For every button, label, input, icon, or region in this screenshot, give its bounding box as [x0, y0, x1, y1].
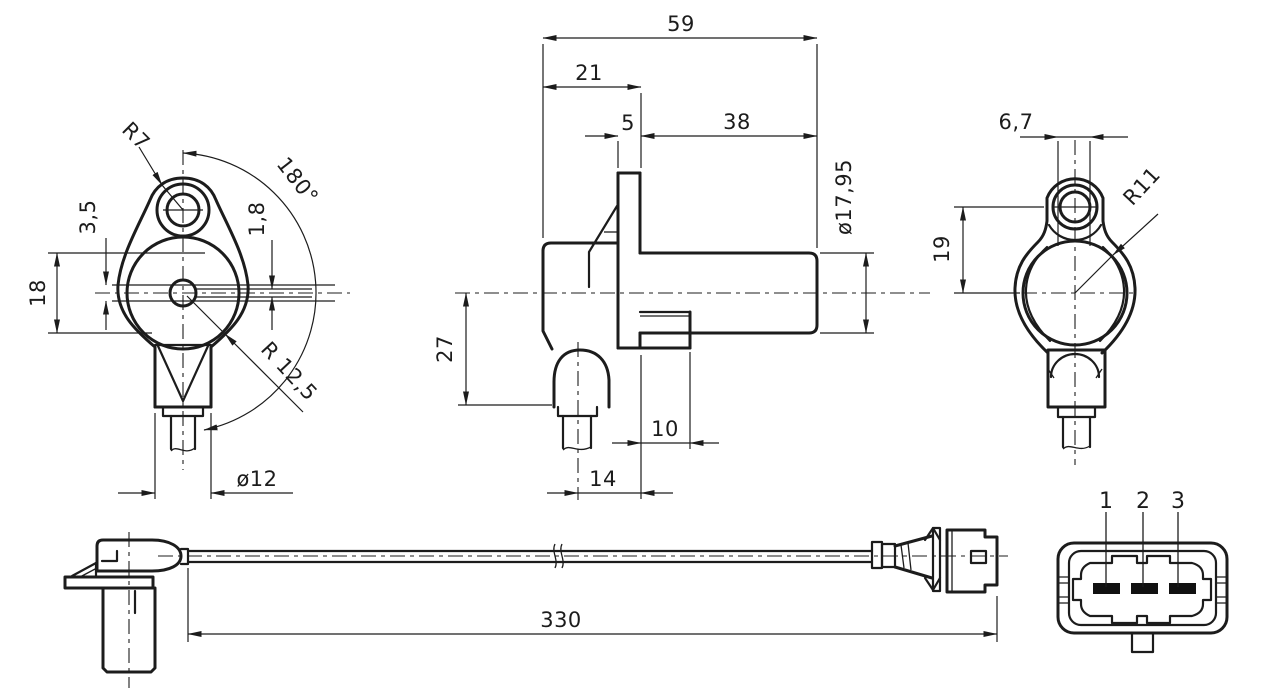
cable-connector-housing — [945, 528, 999, 594]
arc-180-deg — [182, 150, 317, 431]
rear-neck-dome-hooks — [1047, 368, 1103, 379]
side-body-left — [541, 249, 554, 351]
dim-10: 10 — [651, 417, 679, 441]
side-body-top — [541, 241, 620, 253]
connector-pin-2 — [1131, 583, 1158, 594]
dim-330: 330 — [540, 608, 582, 632]
leader-r7-tail — [161, 184, 184, 211]
rear-cable-stub — [1061, 415, 1092, 449]
rear-stub-tier — [1056, 405, 1097, 419]
side-cable-dome — [552, 348, 611, 409]
connector-left-notches — [1058, 576, 1069, 604]
boot-ferrule-a — [870, 540, 884, 570]
side-cable-break-line — [562, 446, 592, 451]
dim-6-7: 6,7 — [999, 110, 1034, 134]
cable-sensor-body-detail — [100, 549, 119, 563]
dim-14: 14 — [589, 467, 617, 491]
dim-3-5: 3,5 — [76, 200, 100, 235]
dim-18: 18 — [26, 279, 50, 307]
label-r7: R7 — [117, 117, 154, 154]
connector-pin-3 — [1169, 583, 1196, 594]
leader-r12-5 — [224, 333, 304, 413]
rear-view: 6,7 19 R11 — [930, 110, 1165, 465]
dim-19: 19 — [930, 235, 954, 263]
rear-neck — [1046, 348, 1107, 409]
dim-1-8: 1,8 — [245, 202, 269, 237]
dim-21: 21 — [575, 61, 603, 85]
cable-sensor-body — [95, 538, 183, 573]
front-outline-left — [116, 176, 185, 409]
side-rib — [587, 204, 619, 289]
leader-r12-5-tail — [186, 295, 226, 335]
connector-pin-1 — [1093, 583, 1120, 594]
front-view: 18 3,5 1,8 R7 180° R 12,5 ø12 — [26, 117, 350, 499]
cable-assembly-view: 330 — [63, 526, 1008, 688]
rear-shell-inner-right — [1098, 245, 1126, 343]
boot-fin — [931, 526, 942, 593]
connector-face-view: 1 2 3 — [1056, 489, 1229, 654]
cable-sensor-flange — [63, 575, 155, 590]
label-r12-5: R 12,5 — [256, 337, 322, 405]
label-180-deg: 180° — [272, 153, 323, 209]
cable-flange-gusset — [70, 561, 98, 578]
leader-r11 — [1112, 213, 1159, 256]
pin-label-1: 1 — [1099, 489, 1113, 514]
side-view: 59 21 5 38 ø17,95 27 10 14 — [433, 12, 930, 500]
front-cable-break-line — [170, 447, 196, 452]
cable-flange-gusset-2 — [79, 567, 98, 578]
dim-59: 59 — [667, 12, 695, 36]
boot-ribs — [900, 542, 912, 571]
dim-5: 5 — [621, 111, 635, 135]
connector-keyway-profile — [1071, 554, 1213, 625]
connector-bottom-tab — [1130, 631, 1155, 654]
dim-dia-17-95: ø17,95 — [832, 159, 856, 235]
dim-27: 27 — [433, 335, 457, 363]
boot-cone — [893, 534, 934, 580]
connector-right-notches — [1216, 576, 1227, 604]
pin-label-3: 3 — [1171, 489, 1185, 514]
dim-dia-12: ø12 — [236, 467, 277, 491]
pin-label-2: 2 — [1136, 489, 1150, 514]
rear-cable-break-line — [1062, 445, 1091, 450]
rear-shell-inner-left — [1024, 245, 1052, 343]
cable-connector-latch-window — [969, 549, 988, 565]
leader-r7 — [138, 146, 163, 186]
leader-r11-tail — [1074, 254, 1114, 294]
label-r11: R11 — [1118, 162, 1165, 210]
side-cable-stub — [561, 414, 593, 450]
dim-38: 38 — [723, 110, 751, 134]
